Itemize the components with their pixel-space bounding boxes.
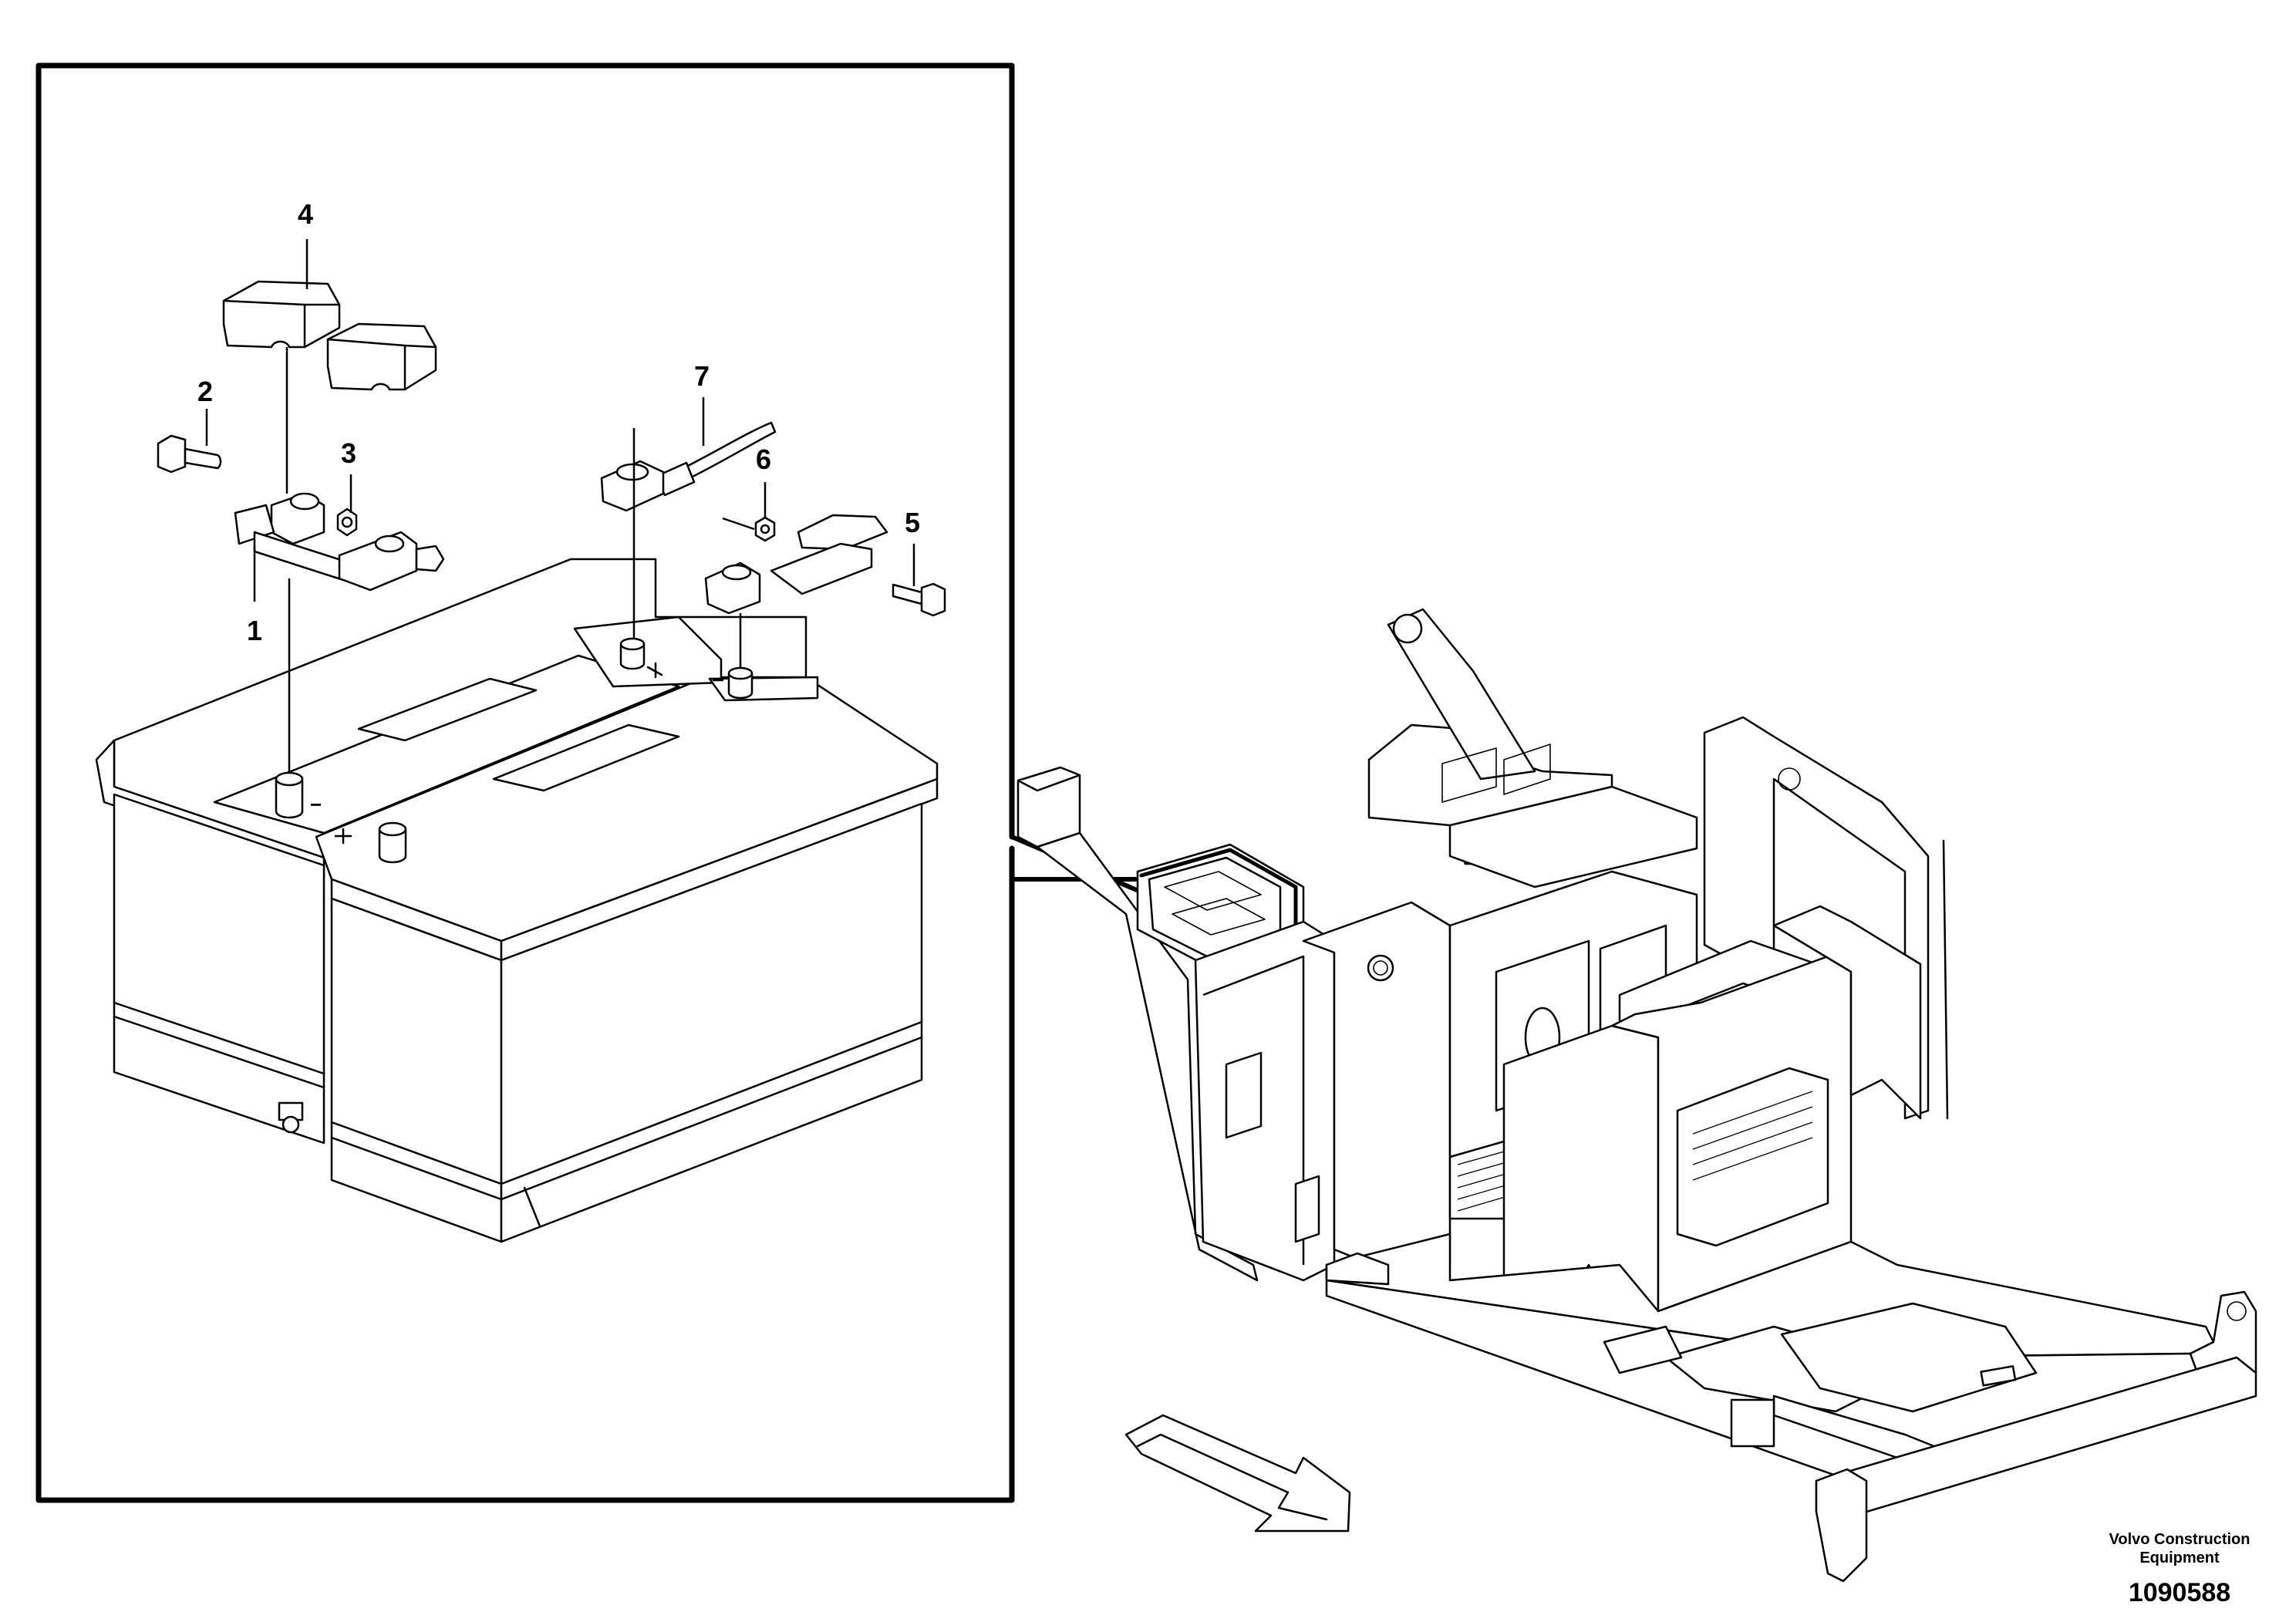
positive-terminal-post — [334, 821, 407, 864]
strap-connector — [704, 514, 888, 615]
callout-1: 1 — [247, 615, 262, 646]
callout-4: 4 — [298, 198, 313, 230]
part-6-nut — [754, 516, 776, 542]
part-5-bolt — [892, 582, 946, 617]
figure-number: 1090588 — [2129, 1578, 2230, 1607]
minus-mark: − — [310, 793, 322, 816]
part-1-connector-bar — [234, 492, 445, 592]
part-3-nut — [336, 508, 358, 537]
callout-labels: 1 2 3 4 5 6 7 — [197, 198, 920, 646]
battery-right — [315, 676, 939, 1243]
publisher-credit-line-1: Volvo Construction — [2109, 1531, 2250, 1548]
machine-frame — [1017, 608, 2257, 1583]
publisher-credit-line-2: Equipment — [2139, 1549, 2220, 1566]
callout-7: 7 — [694, 360, 710, 392]
callout-2: 2 — [197, 376, 213, 407]
part-7-cable-clamp — [600, 421, 777, 512]
terminal-plate — [573, 615, 819, 702]
callout-5: 5 — [905, 507, 920, 538]
leader-lines — [205, 239, 915, 771]
direction-arrow — [1124, 1414, 1351, 1533]
part-4-terminal-covers — [222, 280, 437, 391]
part-2-bolt — [157, 434, 222, 474]
callout-3: 3 — [341, 437, 356, 469]
negative-terminal-post: − — [275, 771, 322, 819]
callout-6: 6 — [756, 443, 771, 475]
